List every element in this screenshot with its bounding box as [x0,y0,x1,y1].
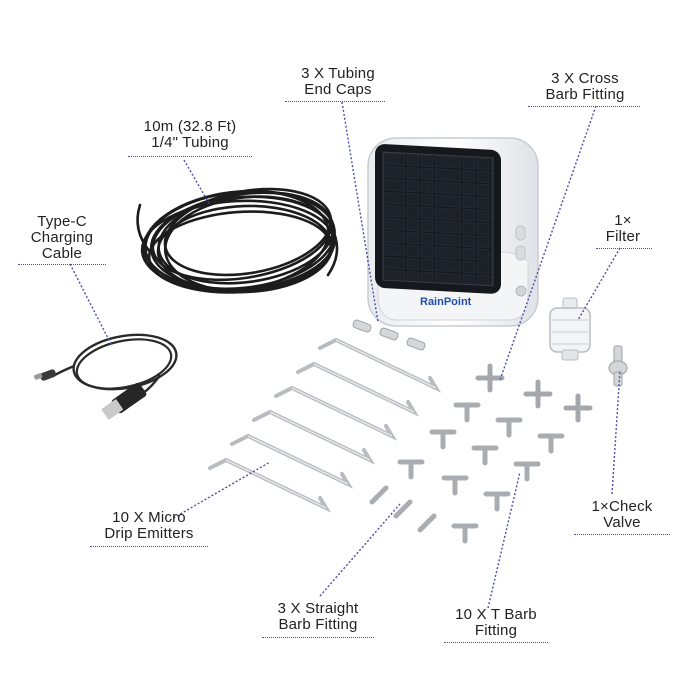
label-tubing: 10m (32.8 Ft)1/4" Tubing [143,118,237,151]
tubing-end-caps [352,319,426,351]
tubing-coil [136,187,339,294]
micro-drip-emitters [208,337,442,513]
underline [574,534,670,535]
underline [262,637,374,638]
filter-part [549,297,591,361]
underline [90,546,208,547]
check-valve-part [608,345,628,387]
underline [128,156,252,157]
straight-barb-fittings [369,485,437,533]
micro-drip-emitters-detail [225,339,437,509]
label-filter: 1×Filter [605,212,641,245]
leader-lines [69,101,621,609]
solar-controller-device [367,137,539,327]
cross-barb-fittings [475,363,593,423]
usb-c-cable [33,333,178,420]
underline [596,248,652,249]
underline [18,264,106,265]
underline [528,106,640,107]
underline [285,101,385,102]
device-brand-text: RainPoint [420,296,472,308]
t-barb-fittings [397,402,565,544]
underline [444,642,548,643]
